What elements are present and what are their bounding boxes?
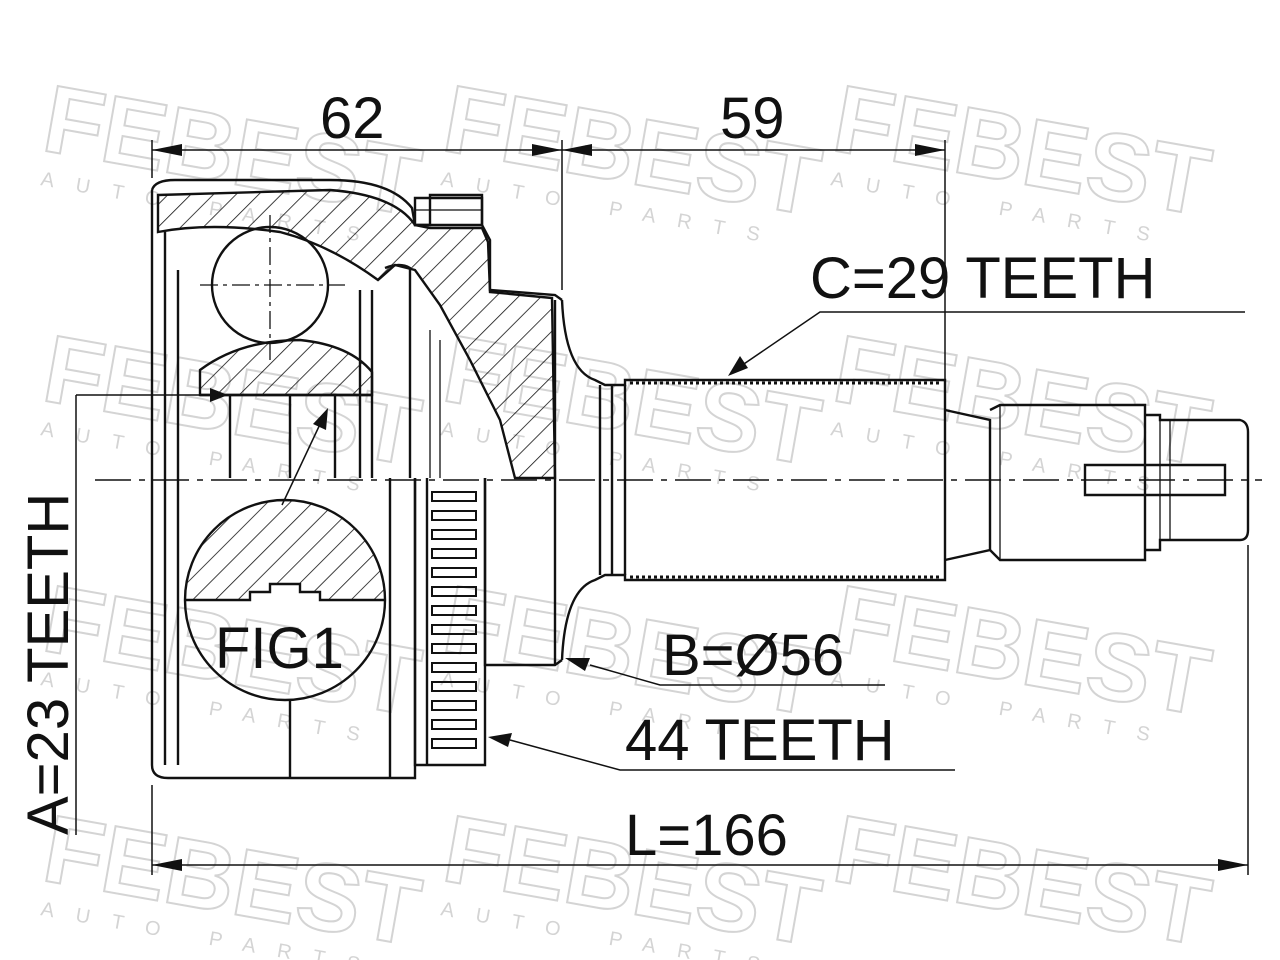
abs-tooth-slot — [431, 548, 477, 559]
abs-ring — [413, 478, 487, 767]
dimension-59: 59 — [562, 86, 946, 380]
abs-tooth-slot — [431, 662, 477, 673]
housing-hatch — [156, 188, 557, 480]
spline-c-callout: C=29 TEETH — [728, 246, 1245, 376]
fig1-label: FIG1 — [215, 616, 344, 681]
abs-tooth-slot — [431, 624, 477, 635]
abs-tooth-slot — [431, 491, 477, 502]
abs-tooth-slot — [431, 700, 477, 711]
seal-b-label: B=Ø56 — [662, 623, 844, 688]
spline-c-label: C=29 TEETH — [810, 246, 1155, 311]
abs-tooth-slot — [431, 529, 477, 540]
fig1-detail: FIG1 — [183, 408, 387, 702]
seal-b-callout: B=Ø56 — [565, 623, 885, 688]
abs-tooth-slot — [431, 586, 477, 597]
abs-tooth-slot — [431, 605, 477, 616]
abs-teeth-label: 44 TEETH — [625, 708, 895, 773]
dimension-59-label: 59 — [720, 86, 785, 151]
abs-teeth — [431, 491, 477, 749]
abs-tooth-slot — [431, 567, 477, 578]
spline-a-callout: A=23 TEETH — [16, 388, 228, 835]
dimension-62: 62 — [151, 86, 563, 290]
abs-teeth-callout: 44 TEETH — [488, 708, 955, 773]
abs-tooth-slot — [431, 719, 477, 730]
spline-c-teeth — [630, 381, 940, 579]
abs-tooth-slot — [431, 643, 477, 654]
abs-tooth-slot — [431, 510, 477, 521]
watermark-brand: FEBEST — [826, 795, 1218, 960]
abs-tooth-slot — [431, 738, 477, 749]
dimension-62-label: 62 — [320, 86, 385, 151]
outer-housing — [150, 178, 563, 780]
abs-tooth-slot — [431, 681, 477, 692]
spline-a-label: A=23 TEETH — [16, 493, 81, 835]
dimension-total-label: L=166 — [625, 803, 788, 868]
dimension-total: L=166 — [151, 545, 1249, 875]
